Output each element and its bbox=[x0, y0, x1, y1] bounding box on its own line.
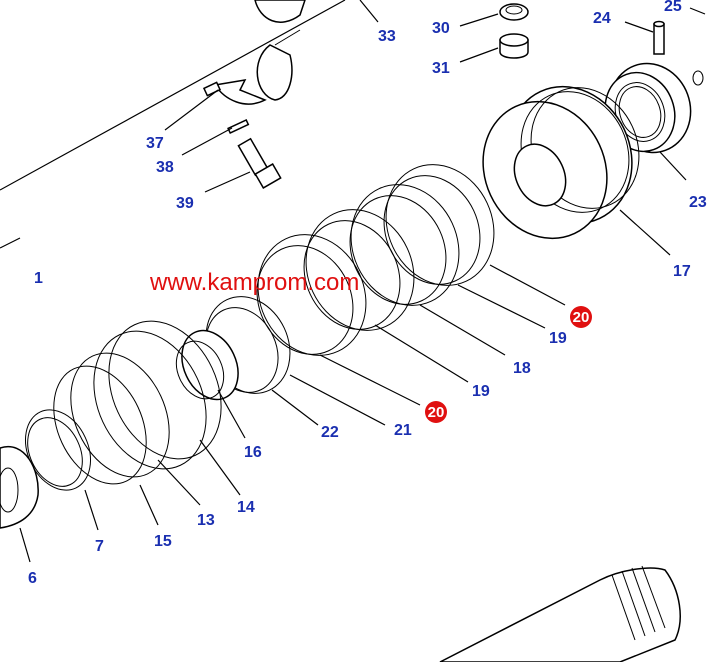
label-20a: 20 bbox=[573, 309, 590, 326]
leader-lines bbox=[19, 0, 706, 563]
label-30: 30 bbox=[432, 20, 450, 37]
label-31: 31 bbox=[432, 60, 450, 77]
packing-rings bbox=[53, 320, 222, 485]
label-15: 15 bbox=[154, 533, 172, 550]
label-20b: 20 bbox=[428, 404, 445, 421]
part-labels: 33 30 31 24 25 23 17 19 18 19 21 22 16 1… bbox=[28, 0, 707, 587]
highlight-20b: 20 bbox=[425, 401, 447, 423]
label-13: 13 bbox=[197, 512, 215, 529]
label-39: 39 bbox=[176, 195, 194, 212]
pin bbox=[227, 118, 250, 134]
watermark: www.kamprom.com bbox=[149, 269, 359, 296]
label-22: 22 bbox=[321, 424, 339, 441]
fittings-30-31 bbox=[499, 3, 529, 59]
part-6 bbox=[0, 445, 39, 529]
label-19a: 19 bbox=[549, 330, 567, 347]
label-17: 17 bbox=[673, 263, 691, 280]
nut bbox=[604, 62, 704, 154]
clamp-bracket bbox=[202, 0, 306, 105]
label-21: 21 bbox=[394, 422, 412, 439]
label-37: 37 bbox=[146, 135, 164, 152]
label-18: 18 bbox=[513, 360, 531, 377]
label-23: 23 bbox=[689, 194, 707, 211]
label-19b: 19 bbox=[472, 383, 490, 400]
piston bbox=[482, 85, 640, 240]
bolt bbox=[237, 137, 282, 189]
label-38: 38 bbox=[156, 159, 174, 176]
label-7: 7 bbox=[95, 538, 104, 555]
cylinder-tube bbox=[0, 0, 346, 249]
label-24: 24 bbox=[593, 10, 611, 27]
label-1: 1 bbox=[34, 270, 43, 287]
bushing bbox=[175, 329, 239, 401]
label-25: 25 bbox=[664, 0, 682, 15]
piston-rod bbox=[439, 565, 681, 662]
label-6: 6 bbox=[28, 570, 37, 587]
setscrew bbox=[653, 20, 665, 55]
label-16: 16 bbox=[244, 444, 262, 461]
label-33: 33 bbox=[378, 28, 396, 45]
label-14: 14 bbox=[237, 499, 255, 516]
highlight-20a: 20 bbox=[570, 306, 592, 328]
